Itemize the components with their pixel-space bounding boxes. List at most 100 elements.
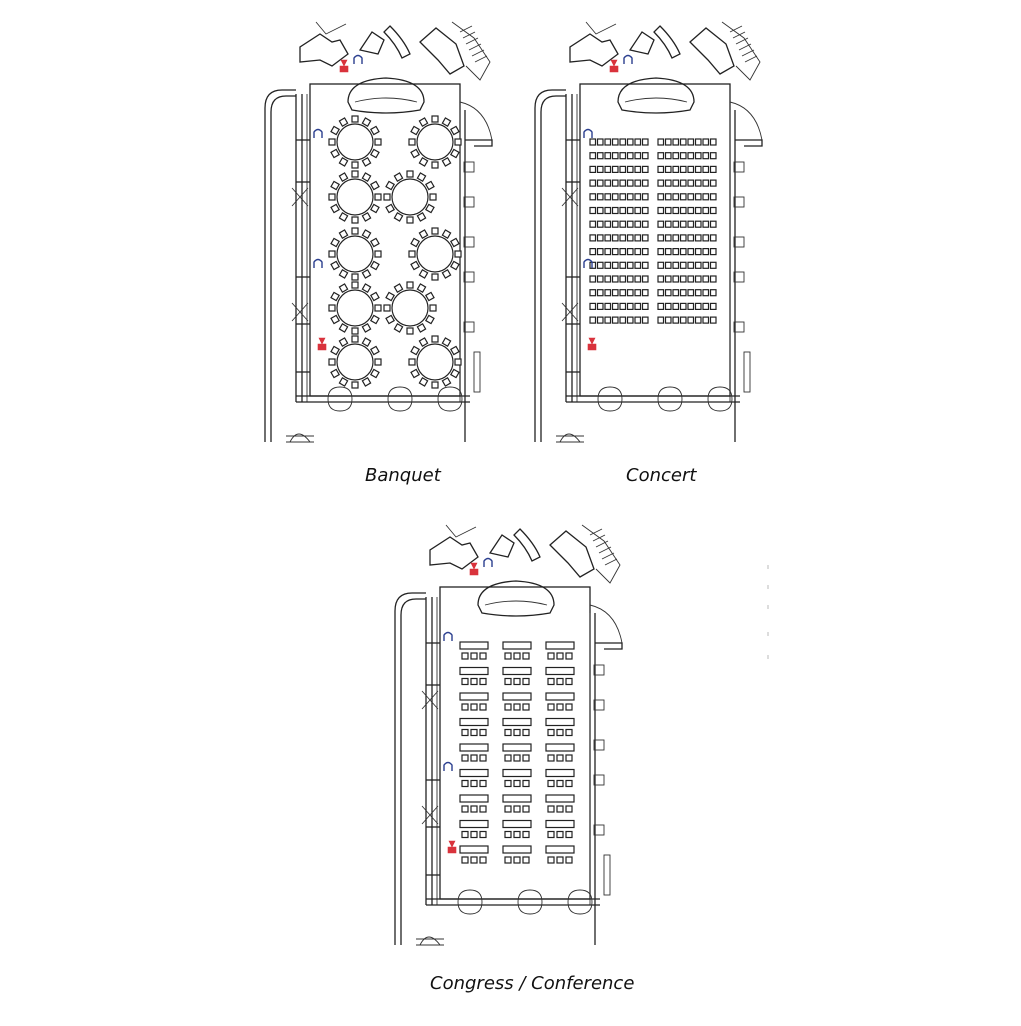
chair <box>338 157 349 167</box>
chair <box>370 260 380 271</box>
desk-chair <box>547 754 555 762</box>
chair <box>351 327 359 335</box>
desk-chair <box>522 856 530 864</box>
seat <box>604 179 612 187</box>
seat <box>687 302 695 310</box>
chair <box>429 304 437 312</box>
lower-door-arc <box>289 433 311 443</box>
desk-chair <box>461 652 469 660</box>
seat <box>604 302 612 310</box>
hose-reel-icon <box>313 128 323 138</box>
chair <box>383 193 391 201</box>
chair <box>431 115 439 123</box>
upper-pillar <box>358 31 385 55</box>
right-landing <box>465 139 493 147</box>
desk-top <box>545 845 575 854</box>
seat <box>619 220 627 228</box>
stair-outline <box>721 21 761 81</box>
desk-chair <box>556 754 564 762</box>
desk-chair <box>479 703 487 711</box>
seat <box>604 234 612 242</box>
desk-chair <box>547 703 555 711</box>
seat <box>679 206 687 215</box>
chair <box>338 212 349 222</box>
stair-tread <box>592 534 606 542</box>
seat <box>589 165 597 173</box>
chair <box>406 170 414 178</box>
chair <box>393 172 404 182</box>
seat <box>694 289 702 297</box>
desk-top <box>545 819 575 829</box>
seat <box>702 248 710 256</box>
seat <box>664 165 672 173</box>
desk-top <box>459 641 489 650</box>
wall-niche <box>593 774 605 786</box>
desk-chair <box>565 652 573 660</box>
desk-chair <box>513 830 521 839</box>
chair <box>416 172 427 182</box>
seat <box>664 206 672 215</box>
desk-top <box>545 717 575 727</box>
chair <box>450 237 460 248</box>
chair <box>418 117 429 127</box>
chair <box>338 117 349 127</box>
seat <box>634 138 642 146</box>
right-door-arc <box>589 604 623 644</box>
desk-2-4 <box>502 717 532 737</box>
seat <box>619 165 627 173</box>
seat <box>641 261 649 269</box>
seat <box>641 316 649 324</box>
stair-tread <box>589 528 603 536</box>
chair <box>330 260 340 271</box>
chair <box>441 269 452 279</box>
desk-chair <box>565 703 573 711</box>
seat <box>672 193 680 201</box>
double-door-swing <box>567 889 593 915</box>
round-table-8 <box>383 281 437 335</box>
upper-arch <box>383 25 411 59</box>
chair <box>406 216 414 224</box>
seat <box>626 193 634 201</box>
seat <box>596 206 604 215</box>
desk-chair <box>461 830 469 839</box>
seat <box>641 234 649 242</box>
seat <box>604 220 612 228</box>
chair <box>330 125 340 136</box>
floorplan-congress <box>394 524 623 946</box>
stair-tread <box>738 43 752 51</box>
desk-chair <box>461 754 469 762</box>
desk-2-2 <box>502 666 532 686</box>
seat <box>664 248 672 256</box>
seat <box>611 302 619 310</box>
seat <box>694 248 702 256</box>
table-top <box>416 343 454 381</box>
wall-niche-tall <box>743 351 751 393</box>
seat <box>641 248 649 256</box>
seat <box>687 316 695 324</box>
desk-chair <box>513 754 521 762</box>
seat <box>664 152 672 160</box>
desk-chair <box>470 779 478 788</box>
desk-chair <box>556 652 564 660</box>
seat <box>634 234 642 242</box>
seat <box>694 206 702 215</box>
seat <box>604 248 612 256</box>
chair <box>351 227 359 235</box>
chair <box>425 314 435 325</box>
desk-chair <box>513 805 521 813</box>
desk-top <box>545 692 575 701</box>
seat <box>709 275 717 283</box>
chair <box>361 212 372 222</box>
seat <box>626 206 634 215</box>
seat <box>626 165 634 173</box>
desk-top <box>459 794 489 803</box>
desk-chair <box>547 830 555 839</box>
desk-1-7 <box>459 794 489 813</box>
desk-chair <box>547 728 555 737</box>
round-table-2 <box>408 115 462 169</box>
seat <box>589 193 597 201</box>
chair <box>441 117 452 127</box>
desk-1-1 <box>459 641 489 660</box>
chair <box>351 216 359 224</box>
desk-top <box>502 768 532 778</box>
